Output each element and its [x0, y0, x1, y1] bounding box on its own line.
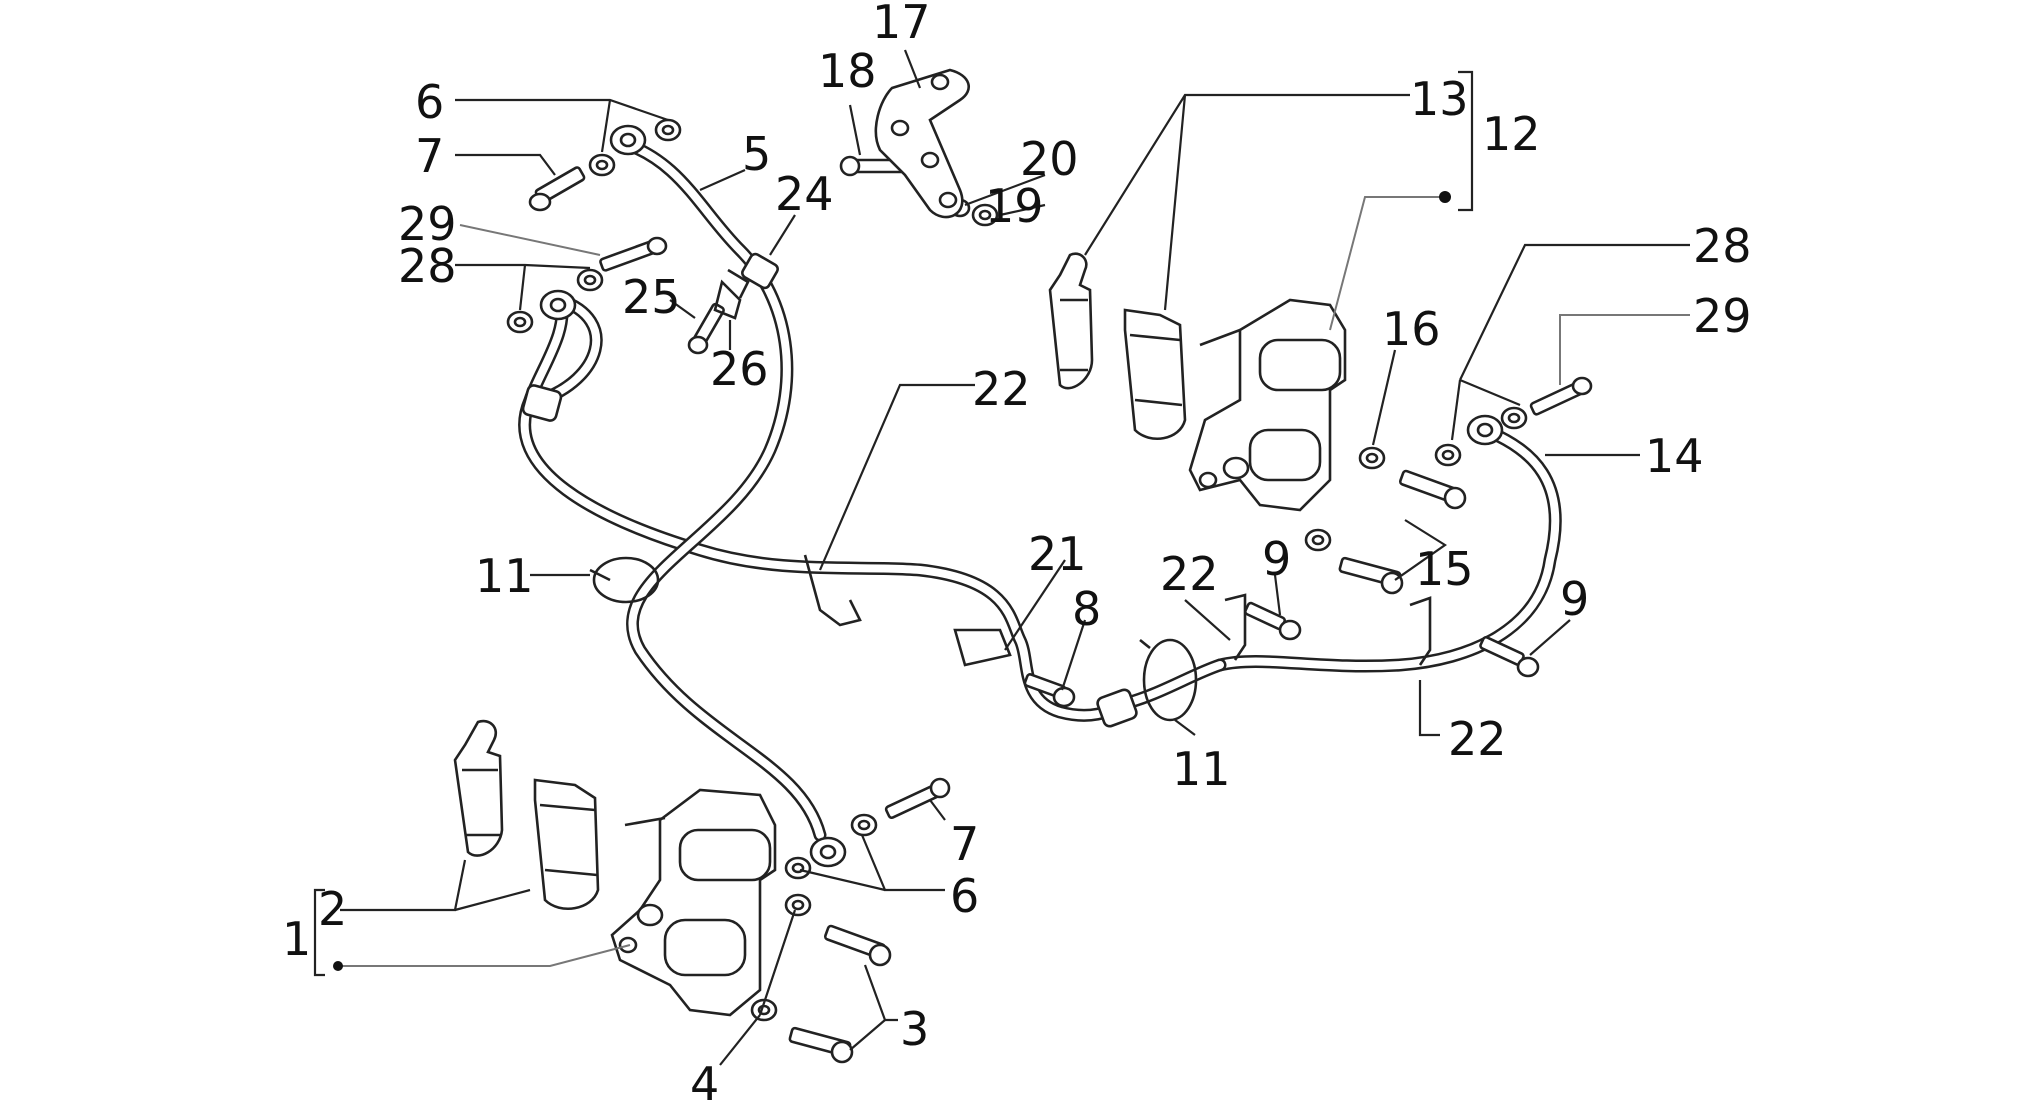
caliper-piston [1258, 338, 1342, 392]
bolt-29-left [599, 236, 668, 272]
callout-8: 8 [1072, 582, 1101, 636]
caliper-12 [1048, 252, 1347, 512]
callout-14: 14 [1645, 429, 1704, 483]
callout-24: 24 [775, 167, 834, 221]
callout-16: 16 [1382, 302, 1441, 356]
bolt-7-top [528, 166, 586, 212]
callout-12: 12 [1482, 107, 1541, 161]
clip-26 [713, 279, 742, 320]
callout-4: 4 [690, 1057, 719, 1111]
caliper-piston [663, 918, 747, 977]
callout-9-right: 9 [1560, 572, 1589, 626]
bolt-8 [1023, 673, 1076, 708]
caliper-piston [1248, 428, 1322, 482]
brake-pad-13b [1123, 308, 1187, 440]
callout-17: 17 [872, 0, 931, 49]
banjo-fittings [539, 124, 1504, 868]
hose-ring-11-right [1142, 638, 1198, 722]
callout-7-top: 7 [415, 129, 444, 183]
callout-11-right: 11 [1172, 742, 1231, 796]
bolt-9-right [1479, 635, 1540, 678]
brake-pad-13a [1048, 252, 1094, 390]
callout-26: 26 [710, 342, 769, 396]
hose-ring-11-left [592, 556, 660, 604]
callout-3: 3 [900, 1002, 929, 1056]
callout-28-right: 28 [1693, 219, 1752, 273]
washers [506, 118, 1528, 1022]
callout-22-mid: 22 [1160, 547, 1219, 601]
clip-22-right [1409, 596, 1432, 666]
hose-group [518, 135, 1562, 842]
bolt-29-right [1529, 376, 1593, 416]
callout-15: 15 [1415, 542, 1474, 596]
bolt-15-bottom [1338, 556, 1404, 595]
brake-pad-2a [453, 719, 504, 857]
callout-5: 5 [742, 127, 771, 181]
leader-lines [313, 49, 1690, 1066]
callout-11-left: 11 [475, 549, 534, 603]
callout-9-mid: 9 [1262, 532, 1291, 586]
bolt-9-mid [1244, 601, 1302, 641]
fitting-collar [521, 384, 563, 422]
callout-labels: 1 2 3 4 5 6 6 7 7 8 9 9 11 11 12 13 14 1… [282, 0, 1752, 1111]
callout-2: 2 [318, 882, 347, 936]
callout-20: 20 [1020, 132, 1079, 186]
callout-25: 25 [622, 270, 681, 324]
callout-28-left: 28 [398, 239, 457, 293]
callout-19: 19 [985, 179, 1044, 233]
caliper-piston [678, 828, 772, 882]
callout-1: 1 [282, 912, 311, 966]
bolt-15-top [1398, 469, 1467, 510]
callout-21: 21 [1028, 527, 1087, 581]
bolt-3-bottom [788, 1026, 854, 1064]
bolt-25 [687, 302, 725, 355]
nut-19 [971, 203, 999, 227]
clip-21 [953, 628, 1012, 667]
bracket-17 [874, 68, 970, 219]
fitting-collar [741, 252, 779, 290]
clips [589, 268, 1432, 722]
brake-pad-2b [533, 778, 600, 910]
clip-22-left [803, 554, 862, 627]
fitting-collar [1096, 688, 1138, 728]
callout-29-right: 29 [1693, 289, 1752, 343]
clip-24 [727, 268, 750, 299]
callout-7-bottom: 7 [950, 817, 979, 871]
clip-22-mid [1224, 593, 1247, 661]
callout-6-top: 6 [415, 75, 444, 129]
callout-18: 18 [818, 44, 877, 98]
hose-fittings [521, 252, 1138, 728]
bolt-7-bottom [884, 777, 951, 820]
callout-29-left: 29 [398, 197, 457, 251]
callout-22-upper: 22 [972, 362, 1031, 416]
caliper-1 [453, 719, 777, 1017]
callout-13: 13 [1410, 72, 1469, 126]
bolt-3-top [823, 924, 892, 967]
callout-22-bottom: 22 [1448, 712, 1507, 766]
bullet-1 [333, 961, 343, 971]
hose-22 [518, 293, 1127, 722]
callout-6-bottom: 6 [950, 869, 979, 923]
bullet-12 [1439, 191, 1451, 203]
